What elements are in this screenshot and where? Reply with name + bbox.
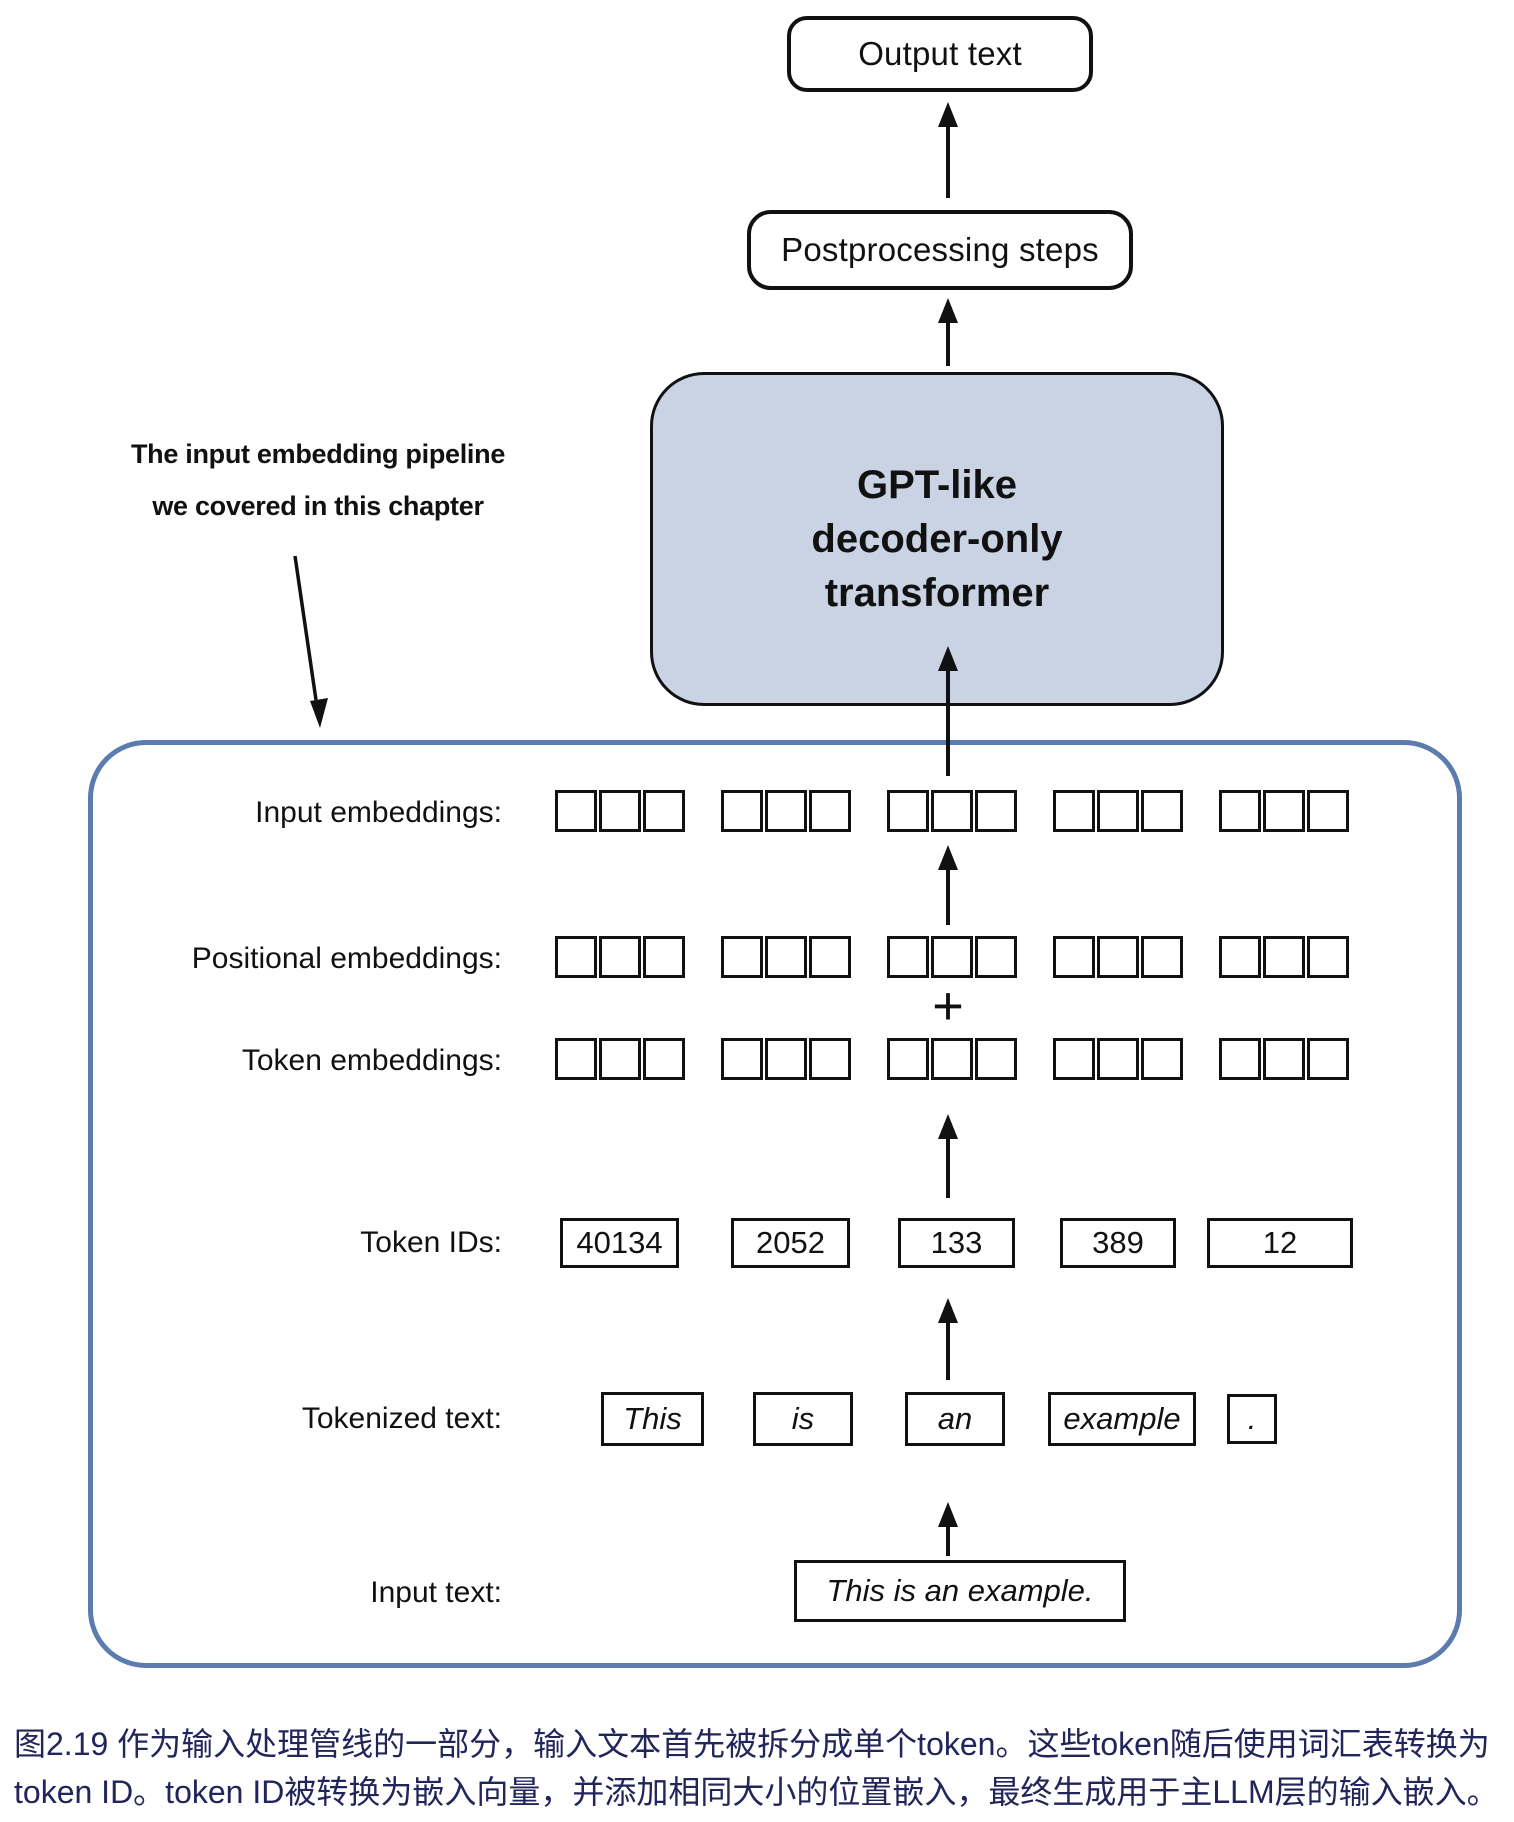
- gpt-transformer-box: GPT-like decoder-only transformer: [650, 372, 1224, 706]
- positional-embeddings-row: [555, 936, 1349, 978]
- embedding-vector: [555, 1038, 685, 1080]
- arrowhead-icon: [938, 102, 958, 127]
- embedding-vector: [887, 936, 1017, 978]
- output-text-label: Output text: [858, 35, 1022, 72]
- label-positional-embeddings: Positional embeddings:: [191, 942, 502, 975]
- arrowhead-icon: [938, 298, 958, 323]
- arrow-gpt-to-post: [937, 298, 959, 366]
- token-box: This: [601, 1392, 704, 1446]
- annotation-arrow: [293, 555, 328, 728]
- embedding-vector: [1219, 936, 1349, 978]
- token-box: .: [1227, 1394, 1277, 1444]
- embedding-vector: [1053, 936, 1183, 978]
- output-text-box: Output text: [787, 16, 1093, 92]
- token-id-box: 389: [1060, 1218, 1176, 1268]
- arrow-tokens-to-ids: [937, 1298, 959, 1380]
- arrow-sum-to-input-embeddings: [937, 845, 959, 925]
- arrowhead-icon: [938, 646, 958, 671]
- arrow-ids-to-token-embeddings: [937, 1114, 959, 1198]
- gpt-line: decoder-only: [811, 517, 1063, 561]
- token-box: is: [753, 1392, 853, 1446]
- token-id-box: 40134: [560, 1218, 679, 1268]
- label-token-embeddings: Token embeddings:: [241, 1044, 502, 1077]
- token-box: example: [1048, 1392, 1196, 1446]
- embedding-vector: [887, 790, 1017, 832]
- annotation-line-2: we covered in this chapter: [152, 491, 484, 521]
- token-id-box: 133: [898, 1218, 1015, 1268]
- pipeline-container: [88, 740, 1462, 1668]
- plus-sign: +: [932, 976, 964, 1036]
- token-box: an: [905, 1392, 1005, 1446]
- embedding-vector: [1053, 1038, 1183, 1080]
- arrowhead-icon: [938, 1298, 958, 1323]
- embedding-vector: [1219, 790, 1349, 832]
- embedding-vector: [555, 936, 685, 978]
- arrowhead-icon: [938, 845, 958, 870]
- arrow-embeddings-to-gpt: [937, 646, 959, 776]
- label-input-embeddings: Input embeddings:: [255, 796, 502, 829]
- embedding-vector: [1219, 1038, 1349, 1080]
- arrow-input-to-tokens: [937, 1502, 959, 1556]
- input-text-box: This is an example.: [794, 1560, 1126, 1622]
- arrow-post-to-output: [937, 102, 959, 198]
- label-input-text: Input text:: [370, 1576, 502, 1609]
- token-embeddings-row: [555, 1038, 1349, 1080]
- gpt-line: transformer: [824, 571, 1050, 615]
- postprocessing-label: Postprocessing steps: [781, 231, 1099, 268]
- input-embeddings-row: [555, 790, 1349, 832]
- gpt-line: GPT-like: [856, 463, 1018, 507]
- annotation-note: The input embedding pipeline we covered …: [95, 428, 541, 532]
- figure-caption-line-2: token ID。token ID被转换为嵌入向量，并添加相同大小的位置嵌入，最…: [14, 1774, 1499, 1810]
- arrowhead-icon: [938, 1114, 958, 1139]
- embedding-vector: [887, 1038, 1017, 1080]
- token-id-box: 12: [1207, 1218, 1353, 1268]
- postprocessing-box: Postprocessing steps: [747, 210, 1133, 290]
- embedding-vector: [721, 936, 851, 978]
- embedding-vector: [721, 1038, 851, 1080]
- figure-caption-line-1: 图2.19 作为输入处理管线的一部分，输入文本首先被拆分成单个token。这些t…: [14, 1726, 1490, 1762]
- embedding-vector: [1053, 790, 1183, 832]
- token-id-box: 2052: [731, 1218, 850, 1268]
- embedding-vector: [555, 790, 685, 832]
- embedding-vector: [721, 790, 851, 832]
- annotation-line-1: The input embedding pipeline: [130, 439, 506, 469]
- label-token-ids: Token IDs:: [360, 1226, 502, 1259]
- label-tokenized-text: Tokenized text:: [301, 1402, 502, 1435]
- arrowhead-icon: [938, 1502, 958, 1527]
